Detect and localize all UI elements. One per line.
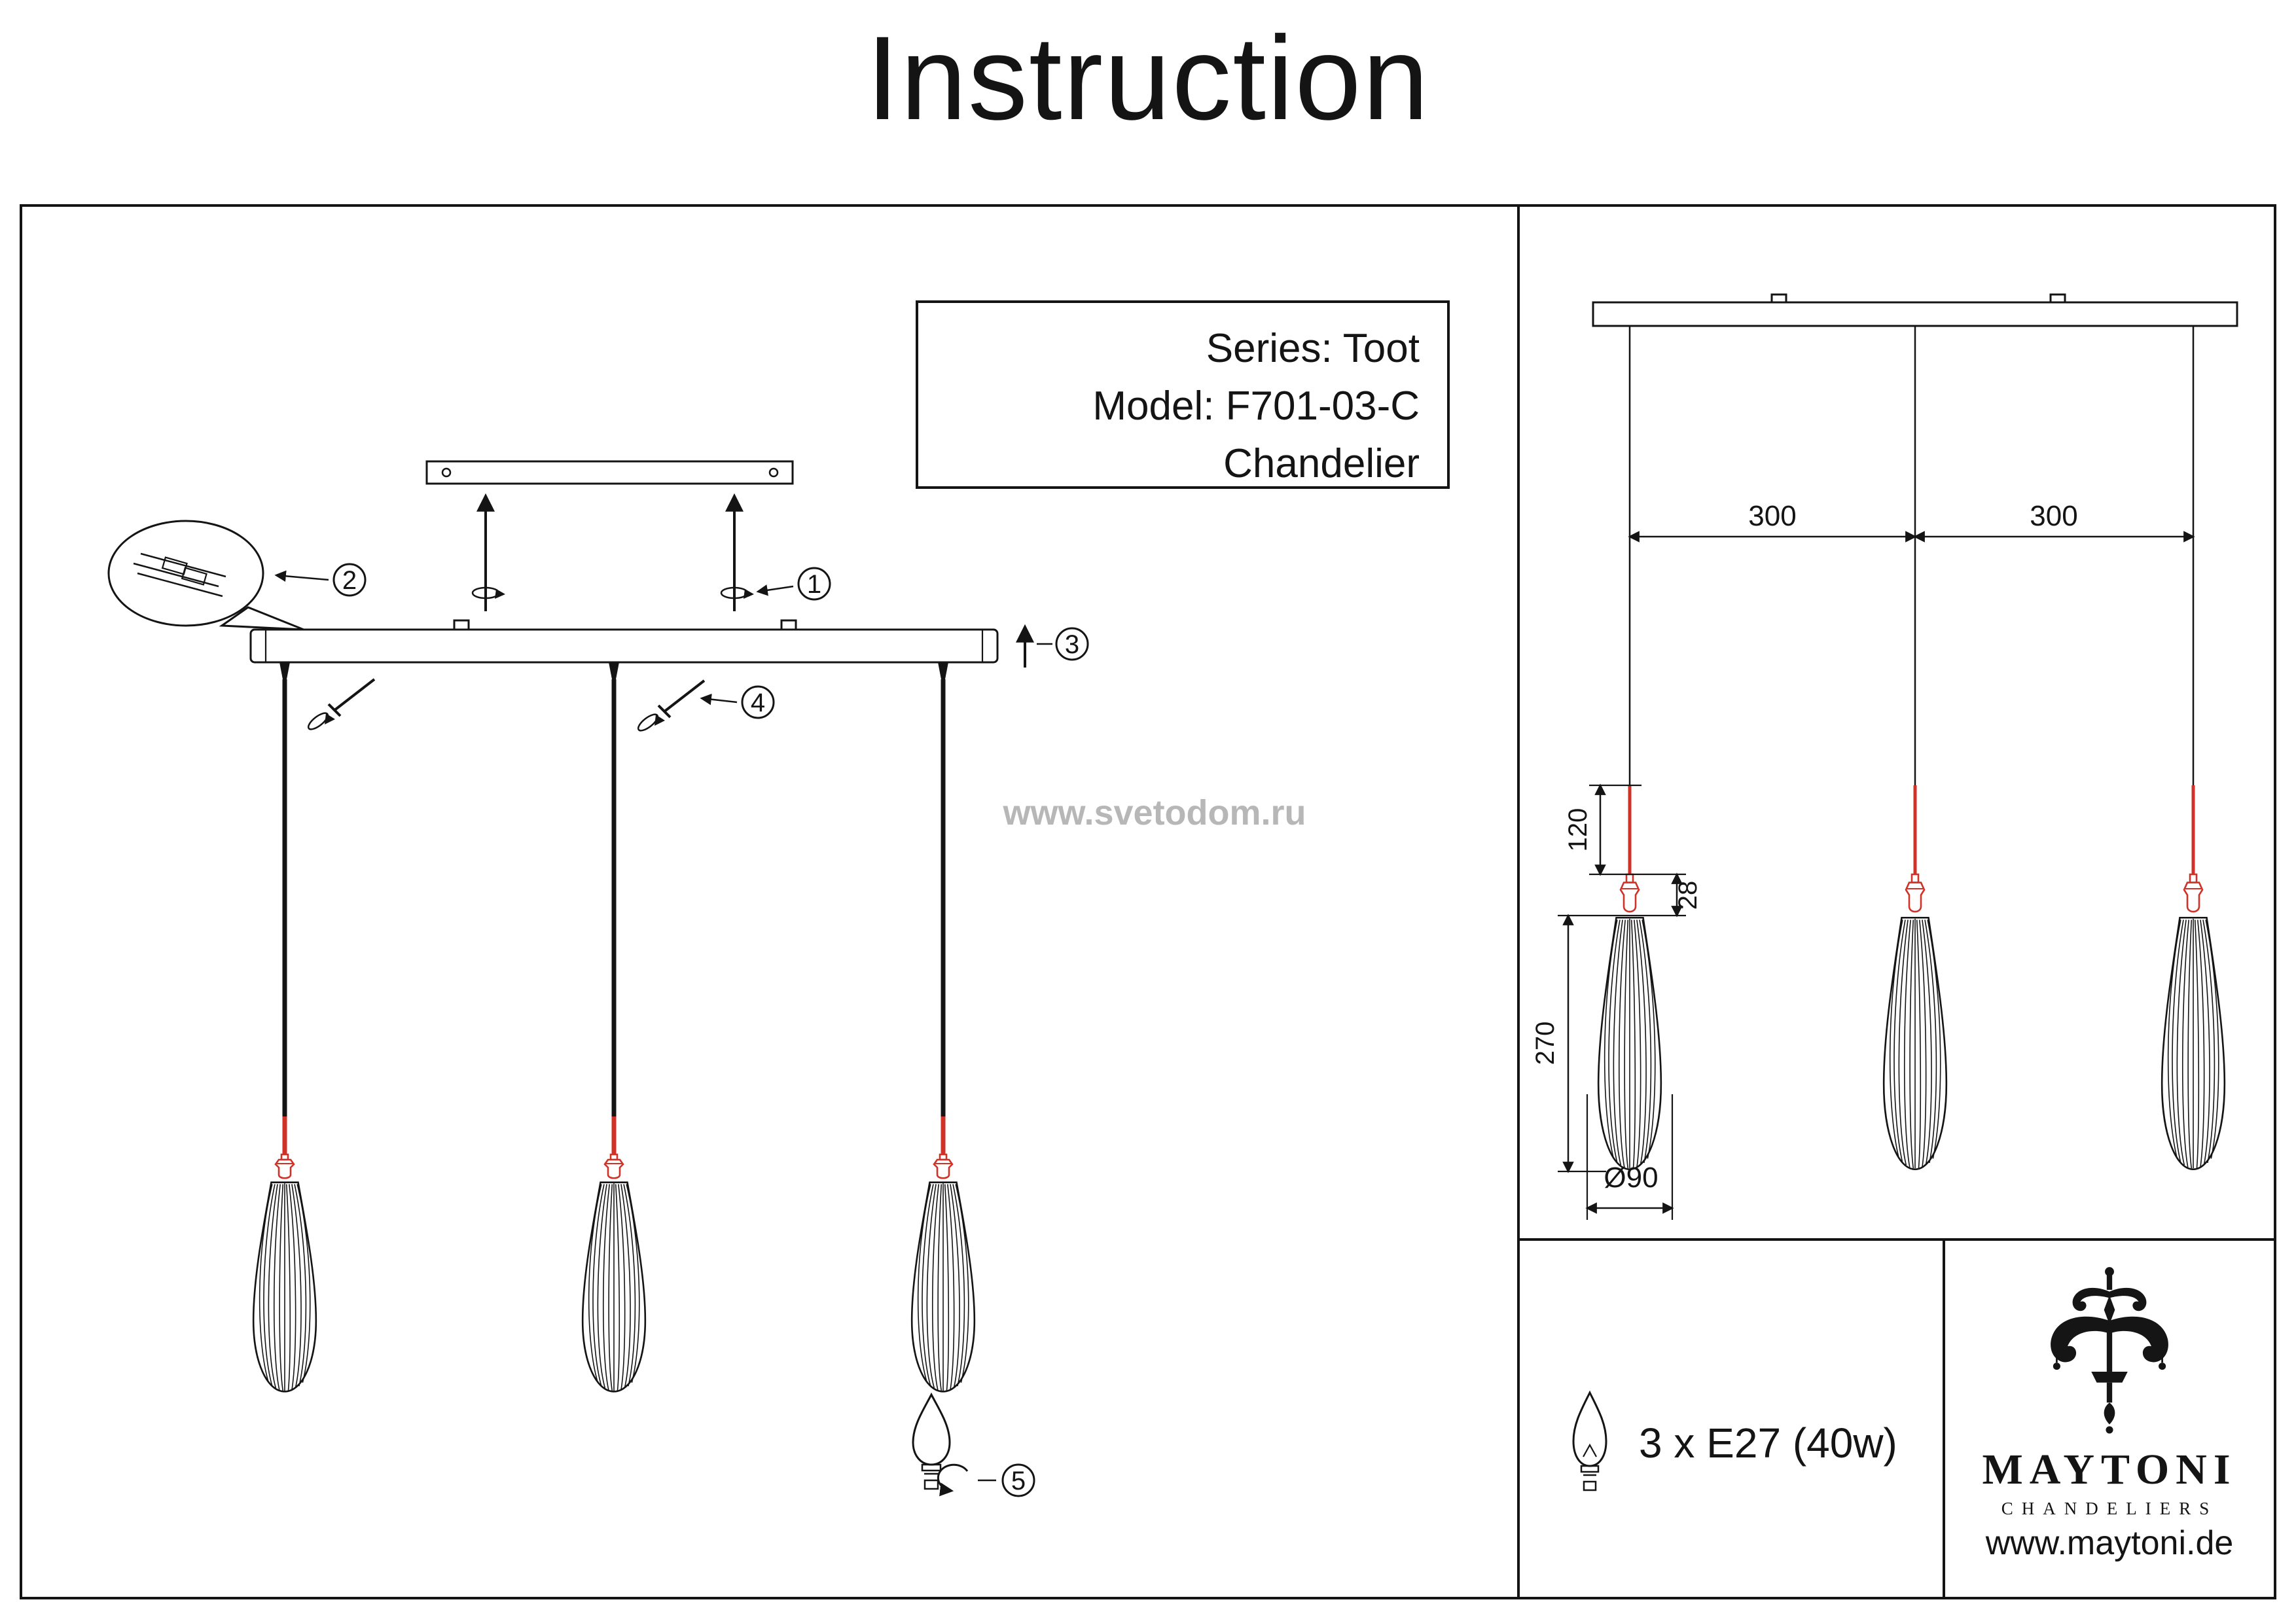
callout-3-number: 3	[1065, 630, 1079, 659]
dim-pendant-3	[2162, 785, 2225, 1169]
callout-5-number: 5	[1011, 1467, 1026, 1495]
dimension-panel: 300 300	[1517, 207, 2274, 1597]
watermark: www.svetodom.ru	[1002, 793, 1306, 832]
bulb-base	[924, 1479, 939, 1490]
lock-screw-right	[637, 679, 706, 732]
callout-2-number: 2	[342, 566, 357, 595]
wiring-detail-balloon	[107, 520, 304, 631]
bulb-drawing	[912, 1392, 951, 1490]
dim-cord-length: 120	[1564, 783, 1606, 876]
callout-5: 5	[937, 1463, 1035, 1497]
product-info-box: Series: Toot Model: F701-03-C Chandelier	[916, 300, 1450, 489]
callout-2: 2	[274, 563, 367, 597]
screw-arrow-left	[471, 493, 505, 611]
shade-2	[581, 1181, 647, 1393]
socket-1	[274, 1153, 295, 1179]
dim-spacing-left-label: 300	[1748, 500, 1796, 532]
dim-ceiling-bar	[1592, 293, 2238, 327]
ceiling-bar	[249, 619, 999, 664]
dimension-drawing-area: 300 300	[1520, 207, 2274, 1238]
page-title: Instruction	[866, 11, 1430, 145]
brand-website: www.maytoni.de	[1985, 1524, 2234, 1562]
dim-bar-keyhole-left	[1770, 293, 1787, 302]
pendant-3	[910, 662, 976, 1393]
mounting-plate	[425, 460, 794, 485]
wiring-detail-lines	[133, 552, 226, 597]
cable-grip-3	[938, 662, 948, 679]
brand-tagline: CHANDELIERS	[2001, 1499, 2218, 1518]
dim-shade-diameter: Ø90	[1585, 1094, 1674, 1220]
dim-cord-length-label: 120	[1564, 808, 1592, 852]
product-series: Series: Toot	[1206, 326, 1420, 371]
bulb-spec-icon	[1572, 1390, 1607, 1491]
product-model: Model: F701-03-C	[1092, 383, 1420, 429]
dim-shade-diameter-label: Ø90	[1604, 1162, 1658, 1194]
cable-grip-1	[279, 662, 290, 679]
pendant-1	[252, 662, 317, 1393]
cable-grip-2	[609, 662, 619, 679]
callout-4-number: 4	[751, 688, 765, 717]
dim-pendant-1	[1598, 785, 1661, 1169]
pendant-2	[581, 662, 647, 1393]
callout-1-number: 1	[807, 570, 821, 599]
bulb-spec-box: 3 x E27 (40w)	[1520, 1241, 1945, 1597]
dim-spacing-left: 300	[1628, 500, 1917, 543]
callout-3: 3	[1016, 624, 1089, 668]
shade-1	[252, 1181, 317, 1393]
dim-shade-height: 270	[1531, 914, 1574, 1173]
socket-3	[933, 1153, 954, 1179]
shade-3	[910, 1181, 976, 1393]
callout-1: 1	[756, 567, 831, 601]
dim-shade-height-label: 270	[1531, 1022, 1560, 1065]
callout-4: 4	[700, 685, 775, 719]
assembly-diagram: 1 2	[107, 460, 1306, 1497]
bar-keyhole-right	[780, 619, 797, 630]
dim-pendant-2	[1884, 785, 1946, 1169]
brand-box: MAYTONI CHANDELIERS www.maytoni.de	[1945, 1241, 2274, 1597]
bar-keyhole-left	[453, 619, 470, 630]
spec-row: 3 x E27 (40w)	[1520, 1238, 2274, 1597]
dimension-diagram: 300 300	[1531, 293, 2238, 1220]
maytoni-ornament-icon	[2051, 1267, 2168, 1434]
dim-socket-height: 28	[1671, 872, 1702, 918]
socket-2	[603, 1153, 624, 1179]
dim-socket-height-label: 28	[1674, 881, 1702, 910]
dim-bar-keyhole-right	[2049, 293, 2066, 302]
assembly-panel: 1 2	[22, 207, 1517, 1597]
dim-spacing-right-label: 300	[2030, 500, 2077, 532]
bulb-spec-text: 3 x E27 (40w)	[1639, 1419, 1897, 1467]
screw-arrow-right	[720, 493, 754, 611]
product-type: Chandelier	[1223, 441, 1420, 487]
dim-spacing-right: 300	[1913, 500, 2195, 543]
lock-screw-left	[307, 678, 376, 730]
instruction-frame: 1 2	[20, 204, 2276, 1599]
brand-name: MAYTONI	[1982, 1446, 2237, 1493]
